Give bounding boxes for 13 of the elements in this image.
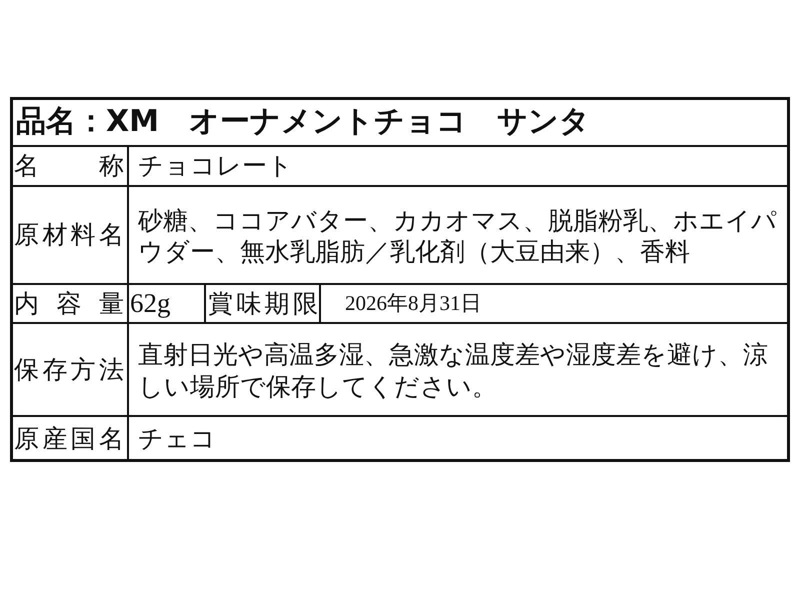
- field-label: 保存方法: [14, 354, 124, 386]
- field-label: 名称: [14, 150, 124, 182]
- field-value: 62g: [130, 286, 170, 320]
- product-name-heading: 品名：XM オーナメントチョコ サンタ: [16, 103, 590, 141]
- field-value: 2026年8月31日: [345, 290, 482, 317]
- field-value: 直射日光や高温多湿、急激な温度差や湿度差を避け、涼しい場所で保存してください。: [138, 339, 769, 402]
- field-label: 賞味期限: [208, 288, 318, 320]
- field-value: 砂糖、ココアバター、カカオマス、脱脂粉乳、ホエイパウダー、無水乳脂肪／乳化剤（大豆由来）、香料: [138, 204, 778, 268]
- field-value: チョコレート: [138, 150, 293, 182]
- field-label: 原材料名: [14, 219, 124, 251]
- field-value: チェコ: [138, 423, 216, 455]
- field-label: 原産国名: [14, 423, 124, 455]
- field-label: 内容量: [14, 288, 124, 320]
